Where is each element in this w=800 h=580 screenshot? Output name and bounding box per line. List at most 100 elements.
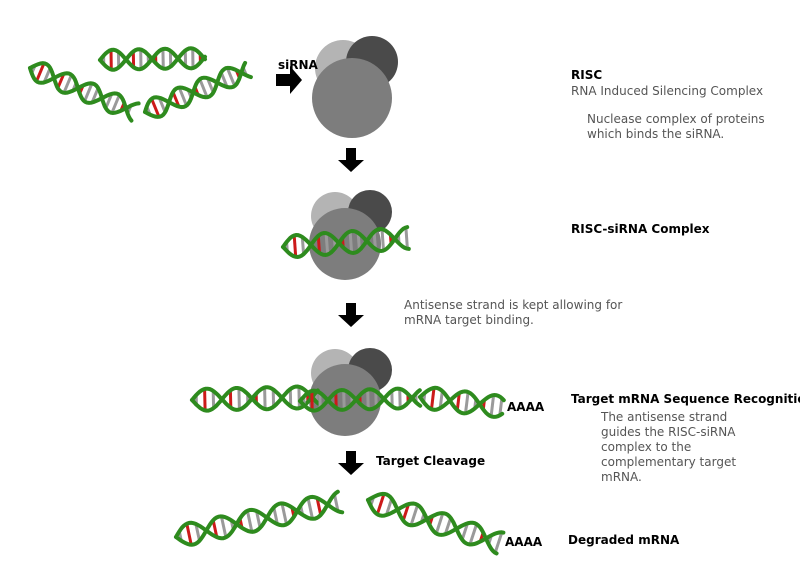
target-recognition-label: Target mRNA Sequence Recognition	[571, 392, 800, 406]
bound-sirna	[281, 225, 411, 260]
sirna-label: siRNA	[278, 58, 318, 72]
base-pair	[177, 86, 188, 107]
poly-a-tail-degraded: AAAA	[505, 535, 543, 549]
base-pair	[409, 504, 420, 526]
antisense-strand	[298, 387, 422, 412]
base-pair	[292, 235, 298, 257]
target-cleavage-label: Target Cleavage	[376, 454, 486, 468]
base-pair	[219, 515, 228, 538]
base-pair	[157, 97, 167, 113]
antisense-strand	[143, 60, 248, 114]
sense-strand	[28, 66, 134, 123]
base-pair	[464, 391, 470, 414]
sense-strand	[143, 65, 253, 119]
risc-word-rna: RNA	[571, 84, 597, 98]
target-mrna-left	[190, 384, 321, 413]
antisense-note: Antisense strand is kept allowing for mR…	[404, 298, 623, 327]
base-pair	[434, 512, 445, 534]
base-pair	[438, 390, 444, 409]
base-pair	[150, 98, 161, 118]
base-pair	[315, 497, 323, 516]
antisense-strand	[174, 494, 345, 541]
base-pair	[194, 523, 201, 542]
base-pair	[211, 519, 219, 538]
sense-strand	[366, 498, 499, 556]
sense-strand	[418, 389, 505, 419]
base-pair	[245, 510, 254, 533]
risc-word-silencing: Silencing	[652, 84, 707, 98]
degraded-fragment-right	[366, 491, 506, 556]
base-pair	[404, 227, 409, 249]
base-pair	[430, 387, 436, 410]
sense-strand	[190, 384, 321, 413]
base-pair	[237, 388, 241, 410]
poly-a-tail: AAAA	[507, 400, 545, 414]
base-pair	[83, 82, 94, 102]
antisense-strand	[28, 61, 141, 116]
base-pair	[263, 387, 267, 410]
base-pair	[372, 231, 377, 250]
base-pair	[306, 497, 314, 520]
antisense-strand	[190, 385, 320, 412]
base-pair	[401, 503, 411, 521]
risc-sirna-complex-label: RISC-siRNA Complex	[571, 222, 710, 236]
base-pair	[316, 235, 321, 254]
sense-strand	[298, 386, 423, 413]
sense-strand	[174, 489, 340, 547]
base-pair	[356, 232, 361, 251]
down-arrow-1	[338, 148, 364, 172]
base-pair	[375, 493, 386, 515]
base-pair	[198, 78, 209, 98]
base-pair	[300, 236, 306, 255]
risc-sirna-complex	[309, 190, 392, 280]
base-pair	[493, 531, 504, 554]
base-pair	[185, 523, 193, 546]
base-pair	[366, 389, 370, 410]
sirna-duplex	[143, 60, 253, 119]
base-pair	[460, 522, 469, 541]
base-pair	[110, 94, 121, 114]
sirna-duplex	[98, 46, 207, 72]
risc-description: Nuclease complex of proteins which binds…	[587, 112, 765, 141]
target-mrna-right	[418, 385, 506, 419]
risc-subunit-main	[312, 58, 392, 138]
risc-complex	[312, 36, 398, 138]
base-pair	[468, 523, 479, 545]
antisense-strand	[366, 491, 506, 547]
degraded-mrna-label: Degraded mRNA	[568, 533, 680, 547]
base-pair	[380, 228, 385, 251]
base-pair	[342, 390, 346, 410]
risc-expansion: RNA Induced Silencing Complex	[571, 84, 763, 98]
antisense-strand	[98, 46, 207, 72]
down-arrow-3	[338, 451, 364, 475]
base-pair	[203, 388, 207, 411]
base-pair	[384, 498, 394, 516]
base-pair	[489, 394, 496, 417]
antisense-strand	[418, 385, 506, 416]
base-pair	[297, 386, 301, 409]
sirna-duplex	[28, 61, 141, 123]
base-pair	[443, 517, 453, 535]
process-arrows	[276, 66, 364, 475]
base-pair	[255, 510, 262, 529]
base-pair	[225, 67, 237, 87]
sirna-arrow	[276, 66, 302, 94]
base-pair	[348, 231, 354, 253]
base-pair	[455, 392, 461, 411]
base-pair	[333, 494, 340, 512]
risc-word-complex: Complex	[710, 84, 764, 98]
base-pair	[35, 62, 46, 82]
degraded-fragment-left	[174, 489, 345, 547]
base-pair	[398, 388, 402, 409]
risc-word-induced: Induced	[600, 84, 649, 98]
recognition-description: The antisense strand guides the RISC-siR…	[601, 410, 737, 484]
risc-subunit-main	[309, 208, 381, 280]
sense-strand	[281, 227, 411, 260]
base-pair	[280, 503, 288, 525]
risc-title: RISC	[571, 68, 603, 82]
base-pair	[324, 232, 330, 255]
base-pair	[498, 398, 504, 416]
antisense-strand	[281, 225, 410, 258]
bound-sirna	[298, 386, 423, 413]
